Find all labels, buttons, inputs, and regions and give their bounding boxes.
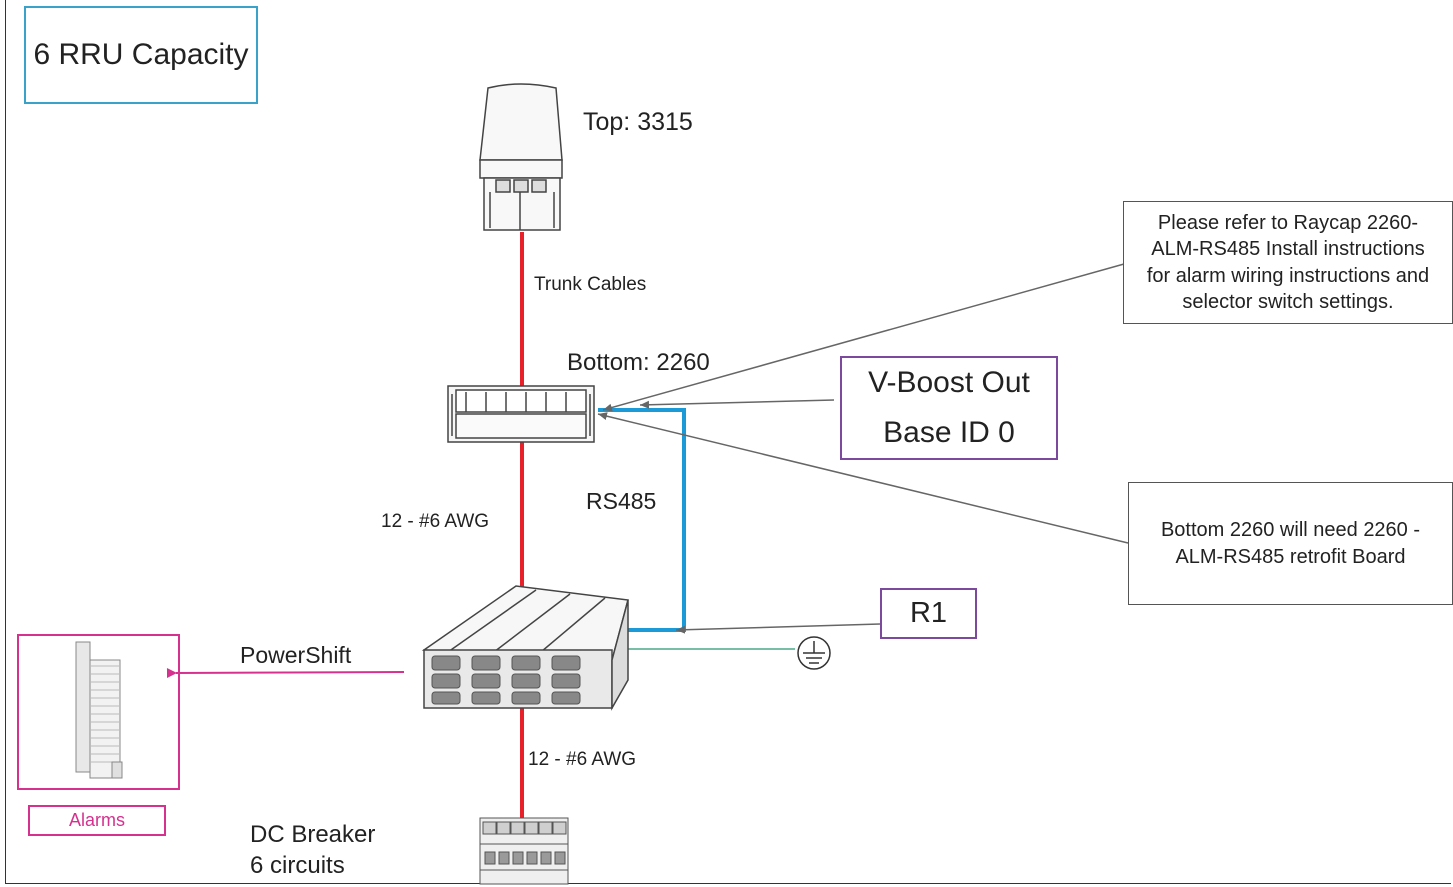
vboost-callout: V-Boost Out Base ID 0: [840, 356, 1058, 460]
top-3315-unit: [479, 83, 563, 231]
alarm-panel: [75, 641, 123, 779]
vboost-leader: [639, 399, 835, 409]
r1-callout: R1: [880, 588, 977, 639]
r1-label: R1: [909, 597, 948, 629]
install-note-box: Please refer to Raycap 2260- ALM-RS485 I…: [1123, 201, 1453, 324]
awg-lower-label: 12 - #6 AWG: [528, 749, 637, 770]
vboost-line1: V-Boost Out: [868, 366, 1030, 399]
rs485-cable: [598, 408, 686, 632]
trunk-cables-label: Trunk Cables: [534, 274, 647, 295]
powershift-arrow: [166, 668, 405, 679]
install-note-line: Please refer to Raycap 2260-: [1157, 211, 1419, 234]
install-note-leader: [602, 263, 1125, 412]
awg-upper-label: 12 - #6 AWG: [381, 511, 490, 532]
alarm-panel-frame: [17, 634, 180, 790]
dc-breaker-label-line1: DC Breaker: [250, 821, 376, 848]
retrofit-note-line: ALM-RS485 retrofit Board: [1175, 545, 1406, 568]
page-title: 6 RRU Capacity: [33, 38, 249, 71]
retrofit-note-line: Bottom 2260 will need 2260 -: [1160, 519, 1421, 542]
bottom-unit-label: Bottom: 2260: [567, 349, 710, 376]
rs485-label: RS485: [586, 488, 657, 514]
alarms-label: Alarms: [68, 810, 125, 830]
dc-breaker-panel: [479, 817, 569, 885]
alarms-label-box: Alarms: [28, 805, 166, 836]
diagram-frame: [5, 0, 1451, 884]
retrofit-note-box: Bottom 2260 will need 2260 - ALM-RS485 r…: [1128, 482, 1453, 605]
dc-breaker-label-line2: 6 circuits: [250, 852, 345, 879]
power-shelf: [421, 585, 629, 711]
install-note-line: ALM-RS485 Install instructions: [1151, 238, 1425, 261]
powershift-label: PowerShift: [240, 642, 352, 668]
bottom-2260-unit: [447, 385, 595, 443]
install-note-line: selector switch settings.: [1182, 290, 1394, 313]
r1-leader: [675, 623, 881, 634]
title-box: 6 RRU Capacity: [24, 6, 258, 104]
ground-icon: [797, 636, 831, 670]
vboost-line2: Base ID 0: [883, 416, 1015, 449]
install-note-line: for alarm wiring instructions and: [1146, 264, 1430, 287]
retrofit-note-leader: [597, 412, 1129, 544]
top-unit-label: Top: 3315: [583, 108, 693, 136]
